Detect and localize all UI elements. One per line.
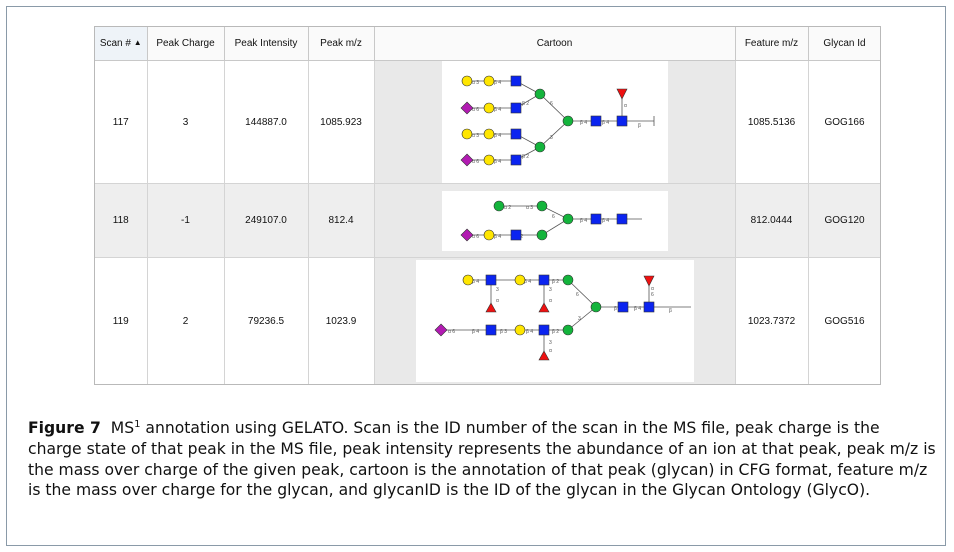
svg-text:β 4: β 4 <box>524 279 531 285</box>
svg-text:β 4: β 4 <box>580 120 587 126</box>
svg-text:3: 3 <box>549 340 552 346</box>
svg-text:β 4: β 4 <box>494 234 501 240</box>
svg-text:6: 6 <box>576 292 579 298</box>
table-header-row: Scan # ▲ Peak Charge Peak Intensity Peak… <box>95 27 880 61</box>
svg-text:β 4: β 4 <box>614 306 621 312</box>
svg-text:β 4: β 4 <box>602 120 609 126</box>
svg-text:β: β <box>669 308 672 314</box>
col-header-cartoon[interactable]: Cartoon <box>374 27 736 61</box>
svg-text:α 6: α 6 <box>472 234 479 240</box>
svg-text:α 6: α 6 <box>472 159 479 165</box>
svg-text:α 2: α 2 <box>504 205 511 211</box>
svg-text:α 6: α 6 <box>472 107 479 113</box>
col-header-peak-mz[interactable]: Peak m/z <box>308 27 375 61</box>
svg-text:β 4: β 4 <box>634 306 641 312</box>
sort-ascending-icon: ▲ <box>133 38 142 47</box>
svg-text:β 2: β 2 <box>552 279 559 285</box>
figure-label: Figure 7 <box>28 419 101 437</box>
peak-mz-cell: 1085.923 <box>308 60 375 184</box>
annotation-table: Scan # ▲ Peak Charge Peak Intensity Peak… <box>94 26 881 385</box>
caption-superscript: 1 <box>134 418 141 430</box>
svg-text:3: 3 <box>550 135 553 141</box>
scan-cell: 118 <box>95 183 148 258</box>
peak-intensity-cell: 144887.0 <box>224 60 309 184</box>
svg-text:3: 3 <box>578 316 581 322</box>
svg-text:6: 6 <box>651 292 654 298</box>
cartoon-cell: α 2α 3 α 6β 4β 2 6β 4β 4β <box>374 183 736 258</box>
svg-text:β: β <box>638 123 641 129</box>
svg-text:β 4: β 4 <box>494 107 501 113</box>
peak-intensity-cell: 79236.5 <box>224 257 309 384</box>
table-row[interactable]: 119 2 79236.5 1023.9 β 4 3 α <box>95 257 880 384</box>
feature-mz-cell: 812.0444 <box>735 183 809 258</box>
feature-mz-cell: 1085.5136 <box>735 60 809 184</box>
svg-text:β 4: β 4 <box>602 218 609 224</box>
svg-text:β 4: β 4 <box>494 159 501 165</box>
svg-text:6: 6 <box>550 101 553 107</box>
caption-text: annotation using GELATO. Scan is the ID … <box>28 419 936 500</box>
glycan-id-cell: GOG166 <box>808 60 880 184</box>
svg-text:α: α <box>549 348 552 354</box>
svg-text:α: α <box>496 298 499 304</box>
peak-mz-cell: 812.4 <box>308 183 375 258</box>
svg-text:α: α <box>549 298 552 304</box>
col-header-peak-intensity[interactable]: Peak Intensity <box>224 27 309 61</box>
svg-text:3: 3 <box>549 287 552 293</box>
svg-text:β 2: β 2 <box>522 101 529 107</box>
caption-ms: MS <box>110 419 135 437</box>
col-header-glycan-id[interactable]: Glycan Id <box>808 27 880 61</box>
svg-text:α: α <box>624 103 627 109</box>
svg-text:α: α <box>651 286 654 292</box>
peak-mz-cell: 1023.9 <box>308 257 375 384</box>
feature-mz-cell: 1023.7372 <box>735 257 809 384</box>
svg-text:α 3: α 3 <box>526 205 533 211</box>
svg-text:β 4: β 4 <box>526 329 533 335</box>
table-row[interactable]: 118 -1 249107.0 812.4 α 2α 3 α 6β 4β 2 6… <box>95 183 880 258</box>
svg-text:β 4: β 4 <box>472 279 479 285</box>
svg-text:α 3: α 3 <box>472 80 479 86</box>
peak-intensity-cell: 249107.0 <box>224 183 309 258</box>
svg-text:β 4: β 4 <box>494 133 501 139</box>
svg-text:6: 6 <box>552 214 555 220</box>
svg-text:β 4: β 4 <box>494 80 501 86</box>
col-header-feature-mz[interactable]: Feature m/z <box>735 27 809 61</box>
svg-text:β 3: β 3 <box>500 329 507 335</box>
peak-charge-cell: -1 <box>147 183 225 258</box>
svg-text:β 2: β 2 <box>522 154 529 160</box>
glycan-id-cell: GOG516 <box>808 257 880 384</box>
col-header-scan-label: Scan # <box>99 38 131 49</box>
table-row[interactable]: 117 3 144887.0 1085.923 <box>95 60 880 184</box>
peak-charge-cell: 3 <box>147 60 225 184</box>
svg-text:β 4: β 4 <box>580 218 587 224</box>
col-header-scan[interactable]: Scan # ▲ <box>95 27 148 61</box>
svg-text:β 4: β 4 <box>472 329 479 335</box>
svg-text:α 6: α 6 <box>448 329 455 335</box>
peak-charge-cell: 2 <box>147 257 225 384</box>
svg-text:β 2: β 2 <box>552 329 559 335</box>
glycan-cartoon-gog120: α 2α 3 α 6β 4β 2 6β 4β 4β <box>441 190 668 251</box>
scan-cell: 119 <box>95 257 148 384</box>
col-header-peak-charge[interactable]: Peak Charge <box>147 27 225 61</box>
svg-text:α 3: α 3 <box>472 133 479 139</box>
scan-cell: 117 <box>95 60 148 184</box>
glycan-id-cell: GOG120 <box>808 183 880 258</box>
svg-text:3: 3 <box>496 287 499 293</box>
figure-caption: Figure 7 MS1 annotation using GELATO. Sc… <box>28 418 938 501</box>
